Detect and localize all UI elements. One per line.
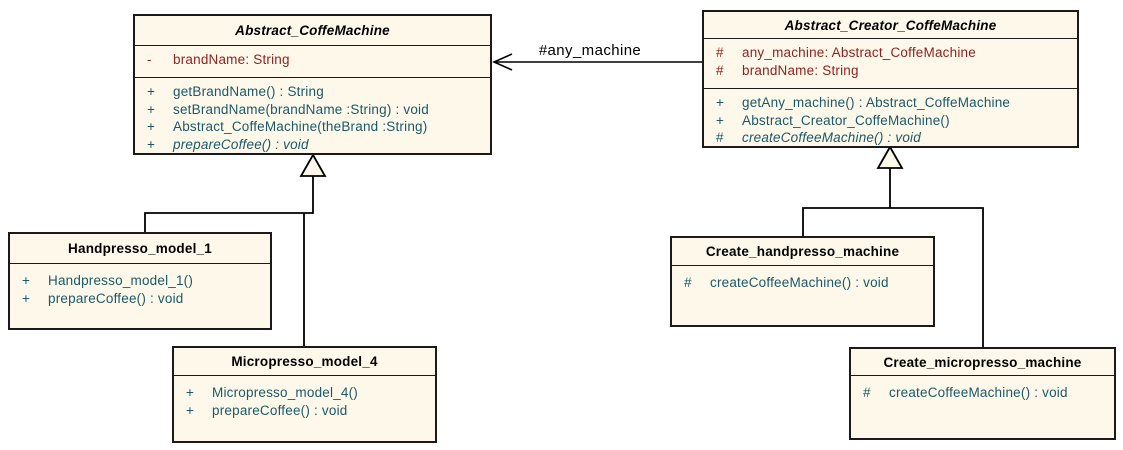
operation-row: + Abstract_Creator_CoffeMachine()	[716, 112, 1073, 130]
operation-row-abstract: # createCoffeeMachine() : void	[716, 129, 1073, 147]
class-node-abstract-creator-coffe-machine[interactable]: Abstract_Creator_CoffeMachine # any_machi…	[702, 10, 1079, 148]
operation-signature: prepareCoffee() : void	[48, 290, 184, 306]
operation-signature: getAny_machine() : Abstract_CoffeMachine	[742, 95, 1011, 110]
operations-compartment: + getBrandName() : String + setBrandName(b…	[135, 77, 490, 155]
operations-compartment: + Handpresso_model_1() + prepareCoffee() :…	[10, 263, 270, 328]
operation-signature: createCoffeeMachine() : void	[742, 130, 921, 145]
attributes-compartment: # any_machine: Abstract_CoffeMachine # bra…	[704, 38, 1077, 88]
operation-signature: setBrandName(brandName :String) : void	[173, 101, 429, 117]
generalization-line-handpresso[interactable]	[144, 176, 314, 232]
visibility-marker: -	[147, 52, 152, 67]
visibility-marker: +	[147, 101, 156, 117]
operation-signature: createCoffeeMachine() : void	[710, 275, 889, 290]
visibility-marker: +	[716, 95, 725, 110]
attribute-signature: brandName: String	[173, 52, 290, 67]
operation-signature: getBrandName() : String	[173, 84, 324, 99]
class-node-handpresso-model-1[interactable]: Handpresso_model_1 + Handpresso_model_1()…	[8, 232, 272, 330]
visibility-marker: #	[863, 385, 871, 400]
operation-row: # createCoffeeMachine() : void	[684, 274, 929, 292]
visibility-marker: +	[147, 84, 156, 99]
class-node-create-micropresso-machine[interactable]: Create_micropresso_machine # createCoffee…	[849, 347, 1116, 440]
class-title: Create_micropresso_machine	[883, 354, 1082, 370]
operations-compartment: + getAny_machine() : Abstract_CoffeMachin…	[704, 88, 1077, 149]
operations-compartment: # createCoffeeMachine() : void	[672, 265, 933, 325]
visibility-marker: #	[716, 130, 724, 145]
generalization-triangle-icon-left	[299, 153, 327, 177]
association-label: #any_machine	[539, 42, 641, 59]
class-node-micropresso-model-4[interactable]: Micropresso_model_4 + Micropresso_model_4…	[172, 346, 437, 443]
operation-signature: prepareCoffee() : void	[212, 402, 348, 418]
visibility-marker: +	[186, 402, 195, 418]
visibility-marker: +	[147, 119, 156, 134]
operation-row: + getAny_machine() : Abstract_CoffeMachin…	[716, 94, 1073, 112]
attributes-compartment: - brandName: String	[135, 45, 490, 77]
operation-signature: Micropresso_model_4()	[212, 385, 359, 400]
attribute-row: - brandName: String	[147, 51, 486, 69]
association-open-arrowhead-icon	[492, 53, 513, 71]
operation-signature: createCoffeeMachine() : void	[889, 385, 1068, 400]
attribute-signature: brandName: String	[742, 62, 859, 78]
class-title: Handpresso_model_1	[68, 241, 212, 256]
class-title: Micropresso_model_4	[231, 354, 378, 369]
attribute-row: # any_machine: Abstract_CoffeMachine	[716, 44, 1073, 62]
class-node-abstract-coffe-machine[interactable]: Abstract_CoffeMachine - brandName: String…	[133, 14, 492, 155]
operations-compartment: # createCoffeeMachine() : void	[851, 375, 1114, 438]
class-title: Create_handpresso_machine	[705, 244, 900, 259]
operation-signature: prepareCoffee() : void	[173, 136, 309, 152]
operations-compartment: + Micropresso_model_4() + prepareCoffee() …	[174, 375, 435, 441]
visibility-marker: #	[716, 62, 724, 78]
operation-signature: Abstract_Creator_CoffeMachine()	[742, 112, 950, 128]
operation-row: + Micropresso_model_4()	[186, 384, 431, 402]
visibility-marker: #	[716, 45, 724, 60]
visibility-marker: +	[716, 112, 725, 128]
visibility-marker: +	[147, 136, 156, 152]
class-title: Abstract_Creator_CoffeMachine	[784, 17, 997, 33]
attribute-signature: any_machine: Abstract_CoffeMachine	[742, 45, 976, 60]
visibility-marker: +	[22, 273, 31, 288]
operation-signature: Abstract_CoffeMachine(theBrand :String)	[173, 119, 428, 134]
visibility-marker: #	[684, 275, 692, 290]
operation-row-abstract: + prepareCoffee() : void	[147, 136, 486, 154]
generalization-triangle-icon-right	[876, 145, 904, 169]
attribute-row: # brandName: String	[716, 62, 1073, 80]
operation-row: + getBrandName() : String	[147, 83, 486, 101]
visibility-marker: +	[186, 385, 195, 400]
operation-row: + setBrandName(brandName :String) : void	[147, 101, 486, 119]
operation-row: + Handpresso_model_1()	[22, 272, 266, 290]
class-node-create-handpresso-machine[interactable]: Create_handpresso_machine # createCoffeeM…	[670, 236, 935, 327]
operation-row: + prepareCoffee() : void	[22, 290, 266, 308]
visibility-marker: +	[22, 290, 31, 306]
generalization-line-create-handpresso[interactable]	[802, 207, 984, 347]
operation-signature: Handpresso_model_1()	[48, 273, 194, 288]
operation-row: + Abstract_CoffeMachine(theBrand :String)	[147, 118, 486, 136]
operation-row: + prepareCoffee() : void	[186, 402, 431, 420]
class-title: Abstract_CoffeMachine	[235, 23, 390, 38]
operation-row: # createCoffeeMachine() : void	[863, 384, 1110, 402]
